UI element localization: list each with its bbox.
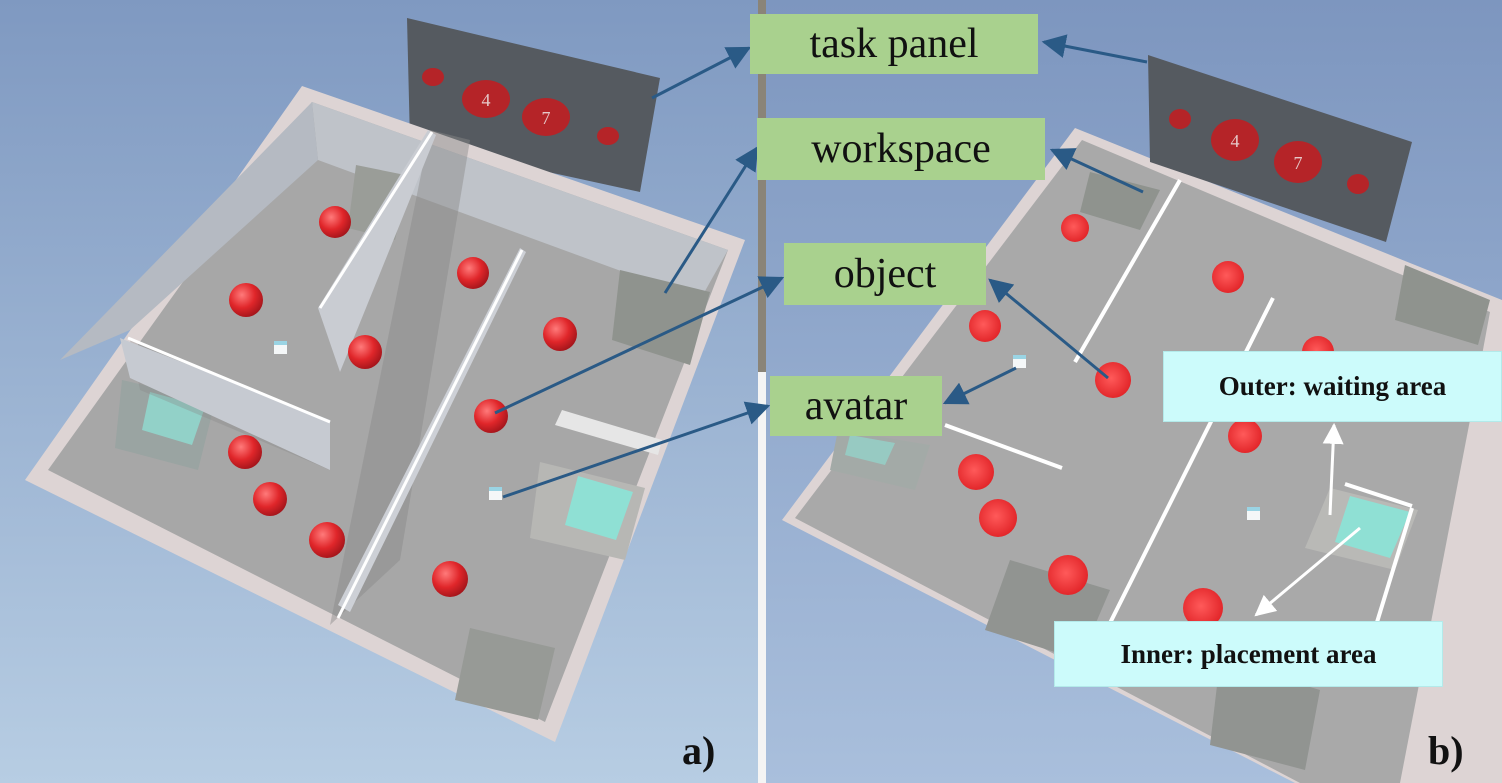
task-panel-number-b-2: 7 <box>1294 153 1303 173</box>
object-label: object <box>784 243 986 305</box>
panel-a-scene: 4 7 <box>0 0 758 783</box>
arrow-task-panel-b <box>1041 34 1148 64</box>
panel-b-label: b) <box>1428 728 1464 773</box>
arrow-placement-area <box>1254 526 1361 617</box>
task-panel-label: task panel <box>750 14 1038 74</box>
workspace-label: workspace <box>757 118 1045 180</box>
arrow-workspace-a <box>663 145 759 294</box>
outer-waiting-area-label: Outer: waiting area <box>1163 351 1502 422</box>
arrow-task-panel-a <box>651 46 752 100</box>
panel-a-label: a) <box>682 728 716 773</box>
task-panel-sign-b <box>1148 55 1412 242</box>
avatar-label: avatar <box>770 376 942 436</box>
panel-divider-top <box>758 0 766 372</box>
task-panel-number-a-1: 4 <box>482 90 491 110</box>
task-panel-number-b-1: 4 <box>1231 131 1240 151</box>
annotation-arrows <box>494 34 1361 617</box>
arrow-workspace-b <box>1049 148 1144 194</box>
arrow-object-a <box>494 276 785 415</box>
task-panel-number-a-2: 7 <box>542 108 551 128</box>
arrow-object-b <box>988 278 1109 380</box>
arrow-avatar-a <box>502 401 771 499</box>
objects-b <box>958 214 1334 628</box>
objects-a <box>228 206 577 597</box>
panel-divider-bottom <box>758 372 766 783</box>
arrow-avatar-b <box>942 366 1017 405</box>
arrow-waiting-area <box>1322 422 1344 516</box>
inner-placement-area-label: Inner: placement area <box>1054 621 1443 687</box>
